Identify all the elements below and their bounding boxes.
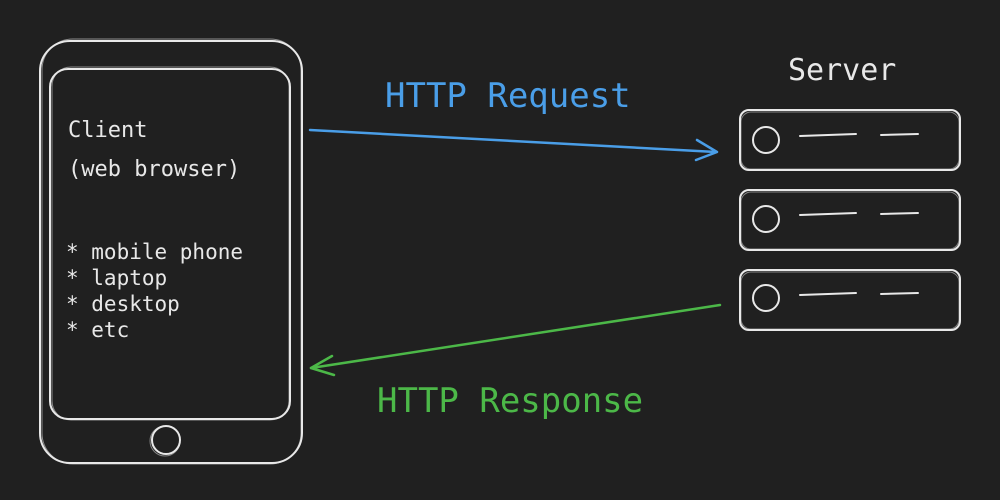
server-unit: [739, 109, 961, 171]
response-arrow: HTTP Response: [309, 303, 722, 421]
server-led-icon: [752, 126, 780, 154]
server-led-icon: [752, 284, 780, 312]
home-button-icon-sketch: [149, 425, 181, 457]
client-phone: Client (web browser) * mobile phone * la…: [39, 38, 303, 465]
request-arrowhead: [694, 138, 719, 162]
request-label: HTTP Request: [385, 76, 631, 116]
client-title: Client: [68, 118, 147, 143]
server-unit: [739, 189, 961, 251]
response-arrowhead: [309, 354, 336, 377]
server-unit-frame: [739, 109, 961, 171]
server-unit: [739, 269, 961, 331]
server-slot-icon: [880, 133, 919, 136]
server-unit-frame: [739, 189, 961, 251]
phone-outer-frame: [39, 40, 303, 464]
server-unit-frame-sketch: [740, 111, 960, 170]
request-arrow-line: [308, 128, 718, 154]
server-led-icon: [752, 205, 780, 233]
server-slot-icon: [799, 292, 857, 296]
request-arrow: HTTP Request: [308, 76, 719, 162]
server-unit-frame-sketch: [740, 271, 960, 330]
server-slot-icon: [799, 212, 857, 216]
client-item: * laptop: [66, 266, 167, 290]
phone-screen-sketch: [51, 66, 290, 421]
response-label: HTTP Response: [377, 381, 643, 421]
phone-outer-frame-sketch: [41, 38, 302, 465]
server-stack: Server: [739, 53, 961, 331]
server-unit-frame: [739, 269, 961, 331]
phone-screen: [49, 68, 291, 420]
client-subtitle: (web browser): [68, 157, 240, 182]
server-slot-icon: [880, 212, 919, 215]
response-arrow-line: [309, 303, 722, 370]
server-unit-frame-sketch: [740, 191, 960, 250]
server-slot-icon: [880, 292, 919, 295]
server-title: Server: [788, 53, 896, 88]
client-item: * etc: [66, 318, 129, 342]
client-item: * desktop: [66, 292, 180, 316]
client-item: * mobile phone: [66, 240, 243, 264]
server-slot-icon: [799, 133, 857, 137]
